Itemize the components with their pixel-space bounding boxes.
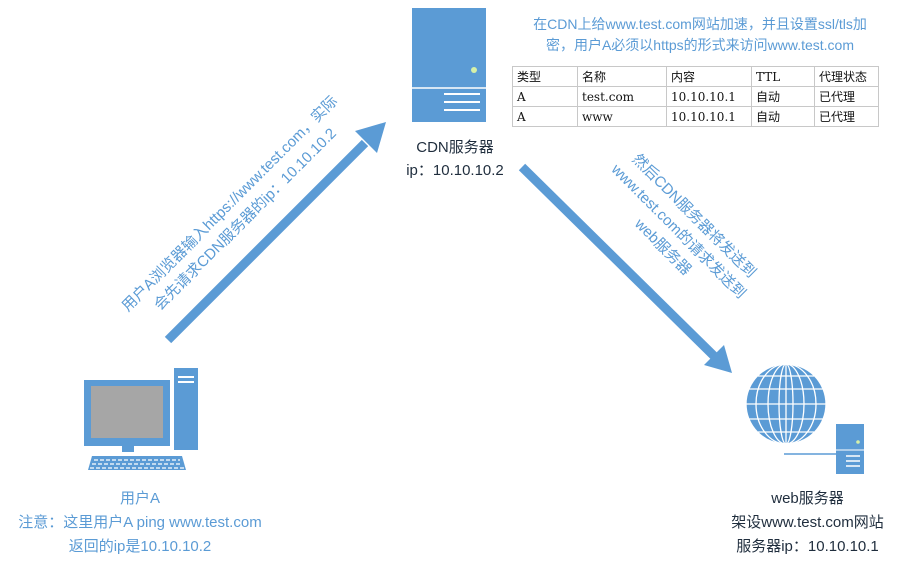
cdn-config-note-line1: 在CDN上给www.test.com网站加速，并且设置ssl/tls加 xyxy=(533,16,867,32)
table-row: A www 10.10.10.1 自动 已代理 xyxy=(512,106,879,127)
table-cell: 已代理 xyxy=(814,106,879,127)
user-a-note-line1: 注意：这里用户A ping www.test.com xyxy=(18,514,262,531)
column-header-proxy-status: 代理状态 xyxy=(814,66,879,87)
table-row: A test.com 10.10.10.1 自动 已代理 xyxy=(512,86,879,107)
user-a-label: 用户A 注意：这里用户A ping www.test.com 返回的ip是10.… xyxy=(0,487,280,559)
web-server-graphic xyxy=(745,363,864,474)
desktop-computer-icon xyxy=(84,368,198,470)
user-a-note-line2: 返回的ip是10.10.10.2 xyxy=(68,538,212,555)
web-server-line3: 服务器ip：10.10.10.1 xyxy=(736,538,879,555)
cdn-server-name: CDN服务器 xyxy=(416,139,494,156)
table-cell: www xyxy=(577,106,667,127)
cdn-config-note-line2: 密，用户A必须以https的形式来访问www.test.com xyxy=(545,37,855,53)
server-icon xyxy=(836,424,864,474)
table-header-row: 类型 名称 内容 TTL 代理状态 xyxy=(512,66,879,87)
table-cell: 自动 xyxy=(751,86,815,107)
cdn-server-ip: ip：10.10.10.2 xyxy=(406,162,504,179)
cdn-server-icon xyxy=(412,8,486,122)
arrow-cdn-to-web xyxy=(518,163,732,373)
column-header-content: 内容 xyxy=(666,66,752,87)
web-server-label: web服务器 架设www.test.com网站 服务器ip：10.10.10.1 xyxy=(715,487,900,559)
table-cell: 10.10.10.1 xyxy=(666,86,752,107)
web-server-name: web服务器 xyxy=(771,490,844,507)
column-header-ttl: TTL xyxy=(751,66,815,87)
cdn-config-note: 在CDN上给www.test.com网站加速，并且设置ssl/tls加 密，用户… xyxy=(500,14,900,56)
table-cell: 10.10.10.1 xyxy=(666,106,752,127)
dns-records-table: 类型 名称 内容 TTL 代理状态 A test.com 10.10.10.1 … xyxy=(512,66,879,127)
column-header-name: 名称 xyxy=(577,66,667,87)
column-header-type: 类型 xyxy=(512,66,578,87)
cdn-server-label: CDN服务器 ip：10.10.10.2 xyxy=(390,136,520,182)
web-server-line2: 架设www.test.com网站 xyxy=(731,514,884,531)
arrow-user-to-cdn xyxy=(164,122,386,344)
table-cell: 已代理 xyxy=(814,86,879,107)
table-cell: test.com xyxy=(577,86,667,107)
globe-icon xyxy=(745,363,827,445)
table-cell: A xyxy=(512,106,578,127)
table-cell: 自动 xyxy=(751,106,815,127)
user-a-name: 用户A xyxy=(119,490,160,507)
table-cell: A xyxy=(512,86,578,107)
